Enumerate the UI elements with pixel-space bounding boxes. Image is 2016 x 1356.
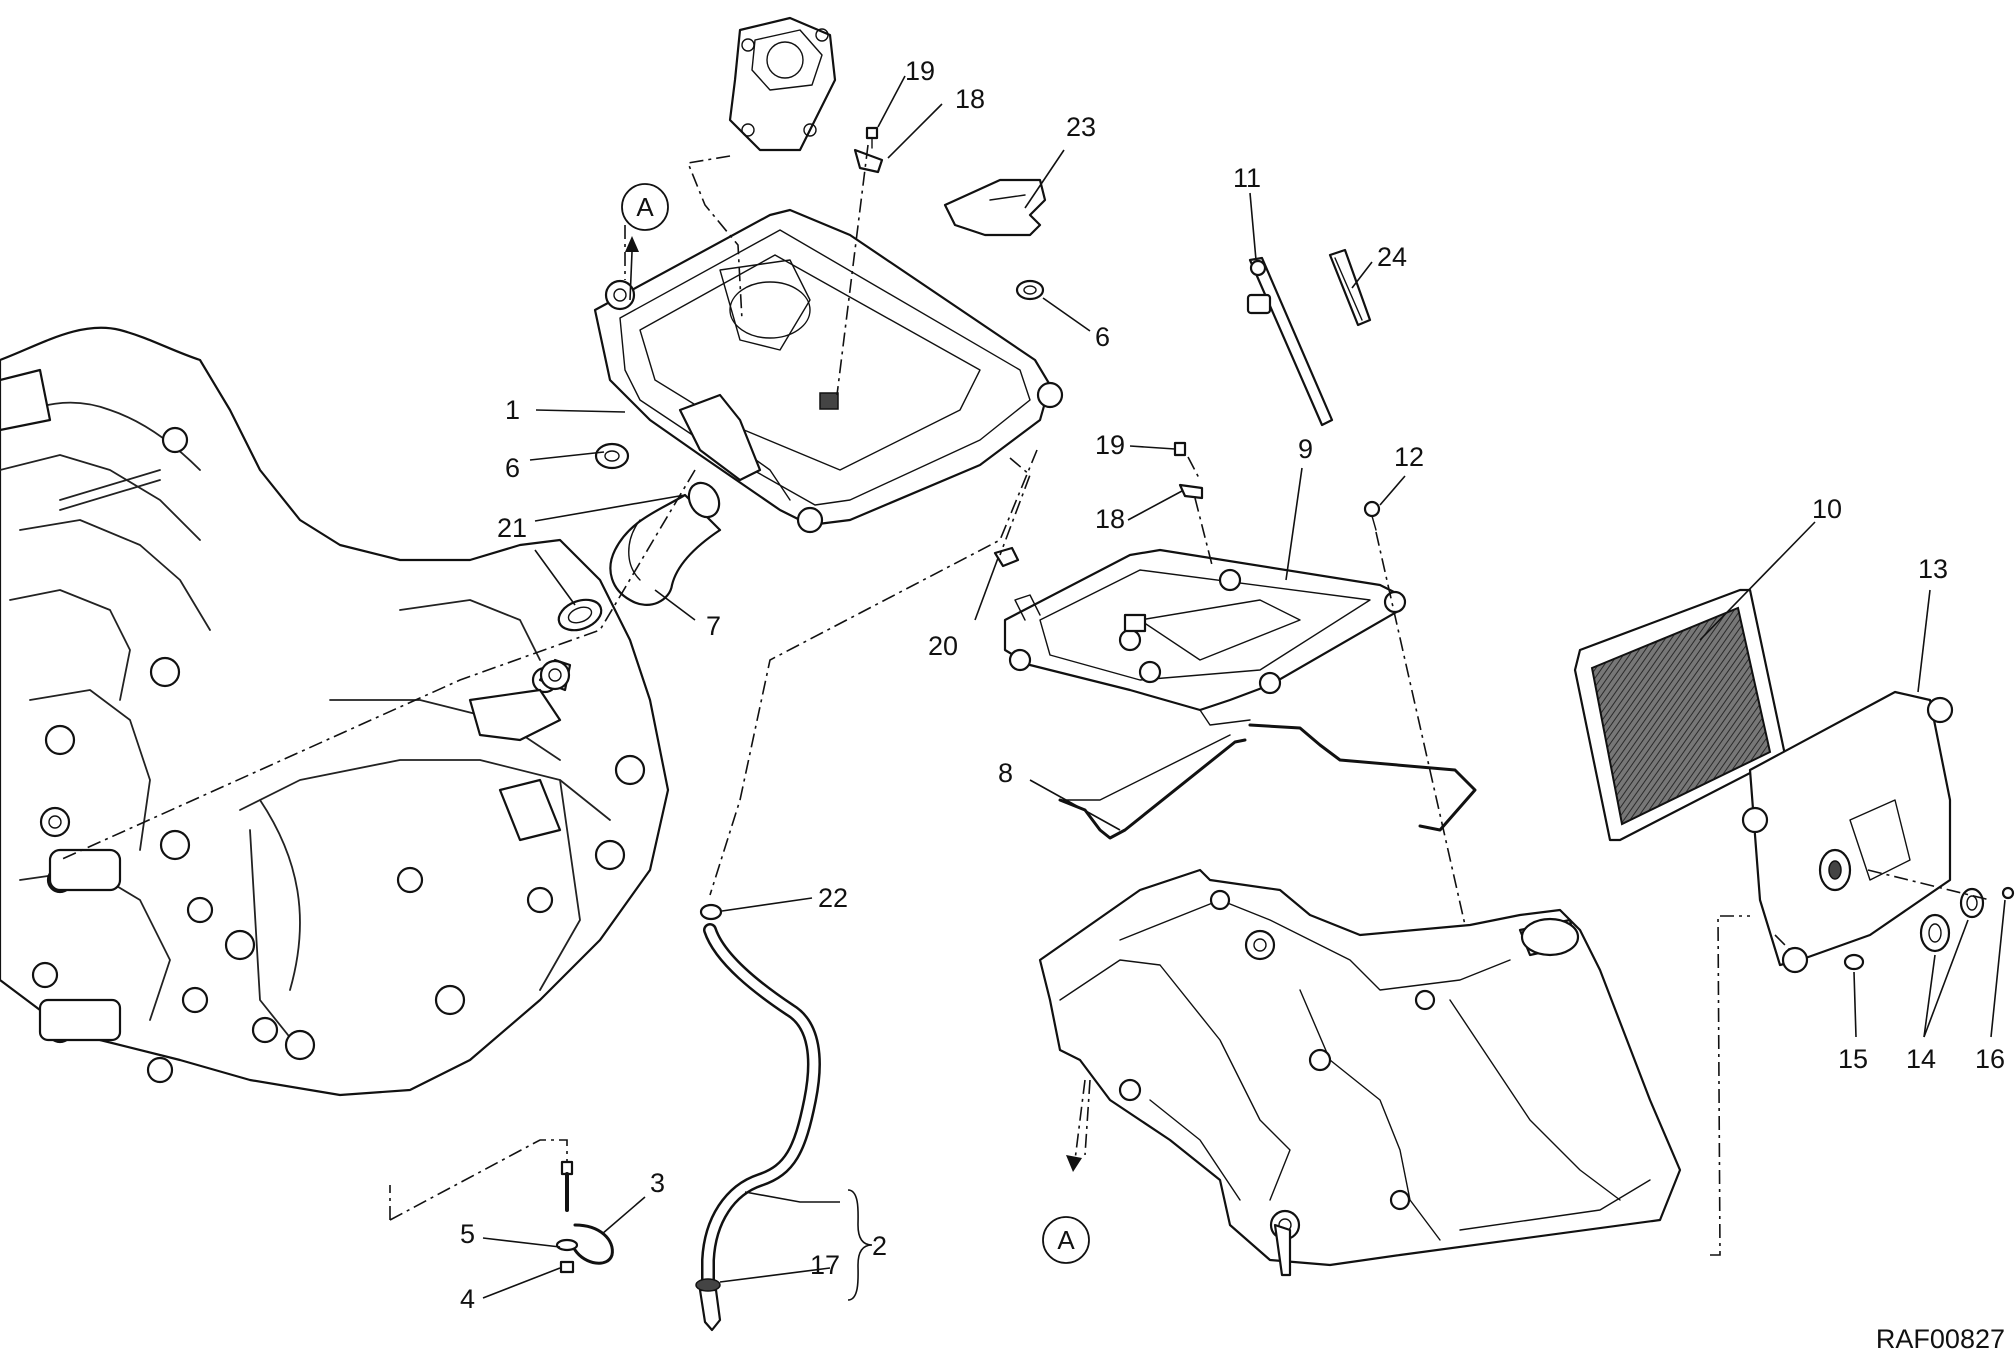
hose-clamp-21	[557, 598, 603, 632]
grommet-14b	[1959, 887, 1985, 919]
breather-hose-7	[609, 481, 722, 606]
callout-6-right: 6	[1095, 322, 1110, 352]
callout-16: 16	[1975, 1044, 2005, 1074]
callout-21: 21	[497, 513, 527, 543]
callout-18-top: 18	[955, 84, 985, 114]
frame	[1038, 868, 1682, 1277]
filter-cover-13	[1741, 690, 1954, 974]
drawing-code: RAF00827	[1876, 1324, 2005, 1354]
clip-24	[1328, 248, 1372, 327]
reference-mark-letter: A	[1057, 1225, 1075, 1255]
airbox-cover-9	[1003, 548, 1407, 726]
screw-19-mid	[1173, 441, 1187, 457]
air-filter-10	[1573, 588, 1787, 842]
callout-1: 1	[505, 395, 520, 425]
callout-20: 20	[928, 631, 958, 661]
screw-12	[1363, 500, 1381, 531]
engine-block	[0, 326, 670, 1097]
assembly-lines	[59, 144, 1991, 1256]
callout-6-left: 6	[505, 453, 520, 483]
callout-19-top: 19	[905, 56, 935, 86]
cable-tie-11	[1246, 256, 1334, 427]
clip-18-mid	[1178, 483, 1204, 500]
callout-8: 8	[998, 758, 1013, 788]
callout-4: 4	[460, 1284, 475, 1314]
gasket-8	[1058, 723, 1477, 840]
intake-boot	[728, 16, 837, 152]
callout-labels: 19 18 23 11 24 6 1 6 21 7 19 18 9 12 20 …	[460, 56, 2005, 1314]
bolt-assembly	[555, 1160, 579, 1274]
screw-19-top	[865, 126, 879, 149]
hose-clamp-22	[699, 903, 723, 921]
callout-24: 24	[1377, 242, 1407, 272]
callout-3: 3	[650, 1168, 665, 1198]
leader-lines	[482, 75, 2006, 1301]
grommet-14a	[1919, 913, 1951, 953]
screw-16	[2001, 886, 2015, 900]
grommet-6-left	[594, 442, 630, 470]
callout-9: 9	[1298, 434, 1313, 464]
callout-13: 13	[1918, 554, 1948, 584]
callout-22: 22	[818, 883, 848, 913]
clip-18-top	[853, 148, 884, 174]
callout-7: 7	[706, 611, 721, 641]
clip-3	[573, 1223, 614, 1265]
reference-mark-a-top: A	[621, 183, 669, 231]
reference-mark-a-bottom: A	[1042, 1216, 1090, 1264]
callout-11: 11	[1233, 163, 1261, 193]
clip-20	[993, 546, 1020, 568]
callout-10: 10	[1812, 494, 1842, 524]
drain-hose-2	[698, 923, 821, 1332]
grommet-6-right	[1015, 279, 1045, 301]
airbox-housing	[593, 208, 1064, 534]
reference-mark-letter: A	[636, 192, 654, 222]
callout-12: 12	[1394, 442, 1424, 472]
callout-14: 14	[1906, 1044, 1936, 1074]
callout-5: 5	[460, 1219, 475, 1249]
bracket-23	[943, 178, 1047, 237]
callout-18-mid: 18	[1095, 504, 1125, 534]
hose-clamp-17	[695, 1278, 721, 1292]
screw-15	[1843, 953, 1865, 971]
callout-19-mid: 19	[1095, 430, 1125, 460]
callout-15: 15	[1838, 1044, 1868, 1074]
callout-2: 2	[872, 1231, 887, 1261]
callout-17: 17	[810, 1250, 840, 1280]
callout-23: 23	[1066, 112, 1096, 142]
